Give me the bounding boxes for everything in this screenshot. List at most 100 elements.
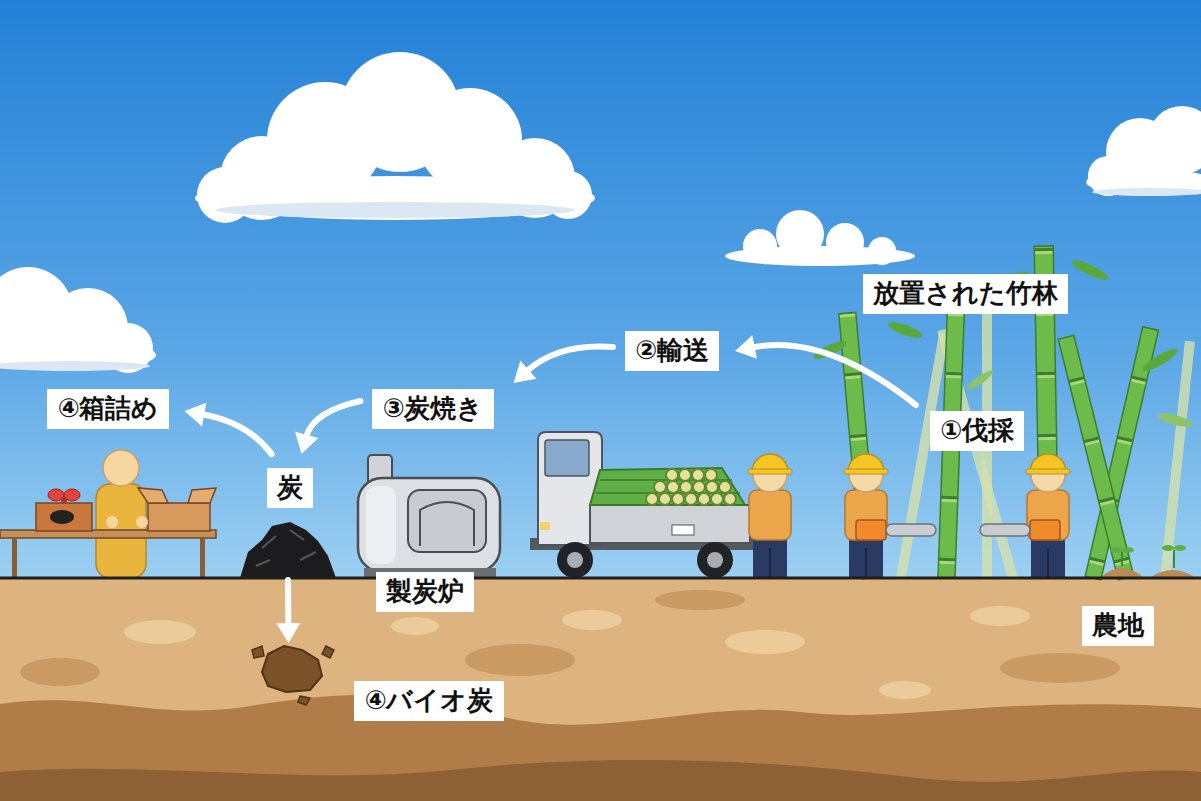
label-text: 農地 (1092, 609, 1144, 643)
workers (1026, 454, 1070, 578)
label-box: ④バイオ炭 (354, 681, 503, 721)
cloud (215, 202, 575, 218)
seedlings (1121, 552, 1123, 566)
truck (540, 522, 550, 530)
arrow-head (735, 335, 757, 359)
kiln (408, 490, 486, 552)
packing-table (138, 488, 168, 503)
soil (879, 681, 931, 699)
label-text: ①伐採 (940, 414, 1014, 448)
soil (1000, 653, 1120, 683)
flow-arrow (276, 580, 300, 643)
cloud (1092, 188, 1201, 196)
biochar-lump (298, 696, 310, 705)
flow-arrow (735, 335, 916, 405)
label-text: ④バイオ炭 (364, 684, 493, 718)
seedlings (1174, 545, 1186, 551)
bamboo-grove (1058, 335, 1134, 580)
bamboo-grove (965, 368, 996, 393)
packing-table (50, 510, 74, 524)
truck (666, 469, 678, 481)
label-box: 農地 (1082, 606, 1154, 646)
truck (646, 469, 736, 505)
bamboo-grove (812, 246, 1195, 580)
truck (697, 542, 733, 578)
arrow-head (185, 403, 207, 427)
soil (0, 695, 1201, 801)
cloud (1086, 106, 1201, 196)
workers (748, 454, 792, 578)
cloud (0, 339, 156, 371)
charcoal-pile (256, 530, 316, 566)
cloud (195, 52, 595, 223)
truck (672, 493, 684, 505)
arrow-head (276, 623, 300, 643)
flow-arrow (185, 403, 272, 454)
packing-table (61, 497, 67, 503)
arrow-line (753, 345, 916, 405)
workers (886, 524, 936, 536)
packing-table (103, 450, 139, 486)
bamboo-grove (1140, 346, 1180, 375)
arrow-line (202, 414, 271, 454)
charcoal-pile (240, 522, 336, 578)
truck (530, 432, 755, 578)
label-text: 製炭炉 (386, 575, 464, 609)
biochar-lump (322, 646, 334, 658)
soil (391, 617, 439, 635)
workers (748, 454, 1070, 578)
cloud (1086, 169, 1201, 195)
biochar-lump (262, 646, 322, 692)
arrow-line (306, 401, 360, 437)
soil (655, 590, 745, 610)
arrow-line (527, 347, 613, 372)
truck (654, 481, 666, 493)
cloud (1148, 106, 1201, 174)
truck (692, 469, 704, 481)
packing-table (136, 516, 148, 528)
label-box: ①伐採 (930, 411, 1024, 451)
label-text: ③炭焼き (382, 392, 483, 426)
seedlings (1162, 545, 1174, 551)
soil (725, 630, 805, 654)
truck (705, 469, 717, 481)
bamboo-grove (886, 319, 923, 341)
label-box: 炭 (267, 468, 313, 508)
packing-table (148, 503, 210, 531)
bamboo-grove (1070, 257, 1110, 283)
label-box: ②輸送 (625, 331, 719, 371)
truck (724, 493, 736, 505)
sky (0, 0, 1201, 580)
truck (590, 505, 750, 543)
flow-arrow (295, 401, 360, 454)
label-box: 放置された竹林 (863, 274, 1068, 314)
truck (659, 493, 671, 505)
soil (0, 760, 1201, 801)
packing-table (36, 503, 92, 531)
truck (679, 469, 691, 481)
arrow-head (295, 432, 318, 454)
packing-table (188, 488, 216, 503)
cloud (0, 361, 150, 371)
cloud (195, 176, 595, 220)
cloud (725, 210, 915, 266)
truck (567, 552, 583, 568)
biochar-lump (252, 646, 264, 658)
seedlings (1100, 545, 1196, 578)
label-text: ②輸送 (635, 334, 709, 368)
truck (685, 493, 697, 505)
workers (856, 520, 886, 540)
workers (844, 454, 888, 578)
arrow-line (285, 580, 291, 625)
soil (970, 606, 1030, 626)
truck (680, 481, 692, 493)
packing-table (0, 450, 216, 578)
workers (980, 524, 1030, 536)
truck (698, 493, 710, 505)
seedlings (1122, 547, 1134, 553)
charcoal-pile (240, 522, 336, 578)
soil (124, 620, 196, 644)
cloud (0, 267, 156, 373)
kiln (366, 486, 396, 564)
